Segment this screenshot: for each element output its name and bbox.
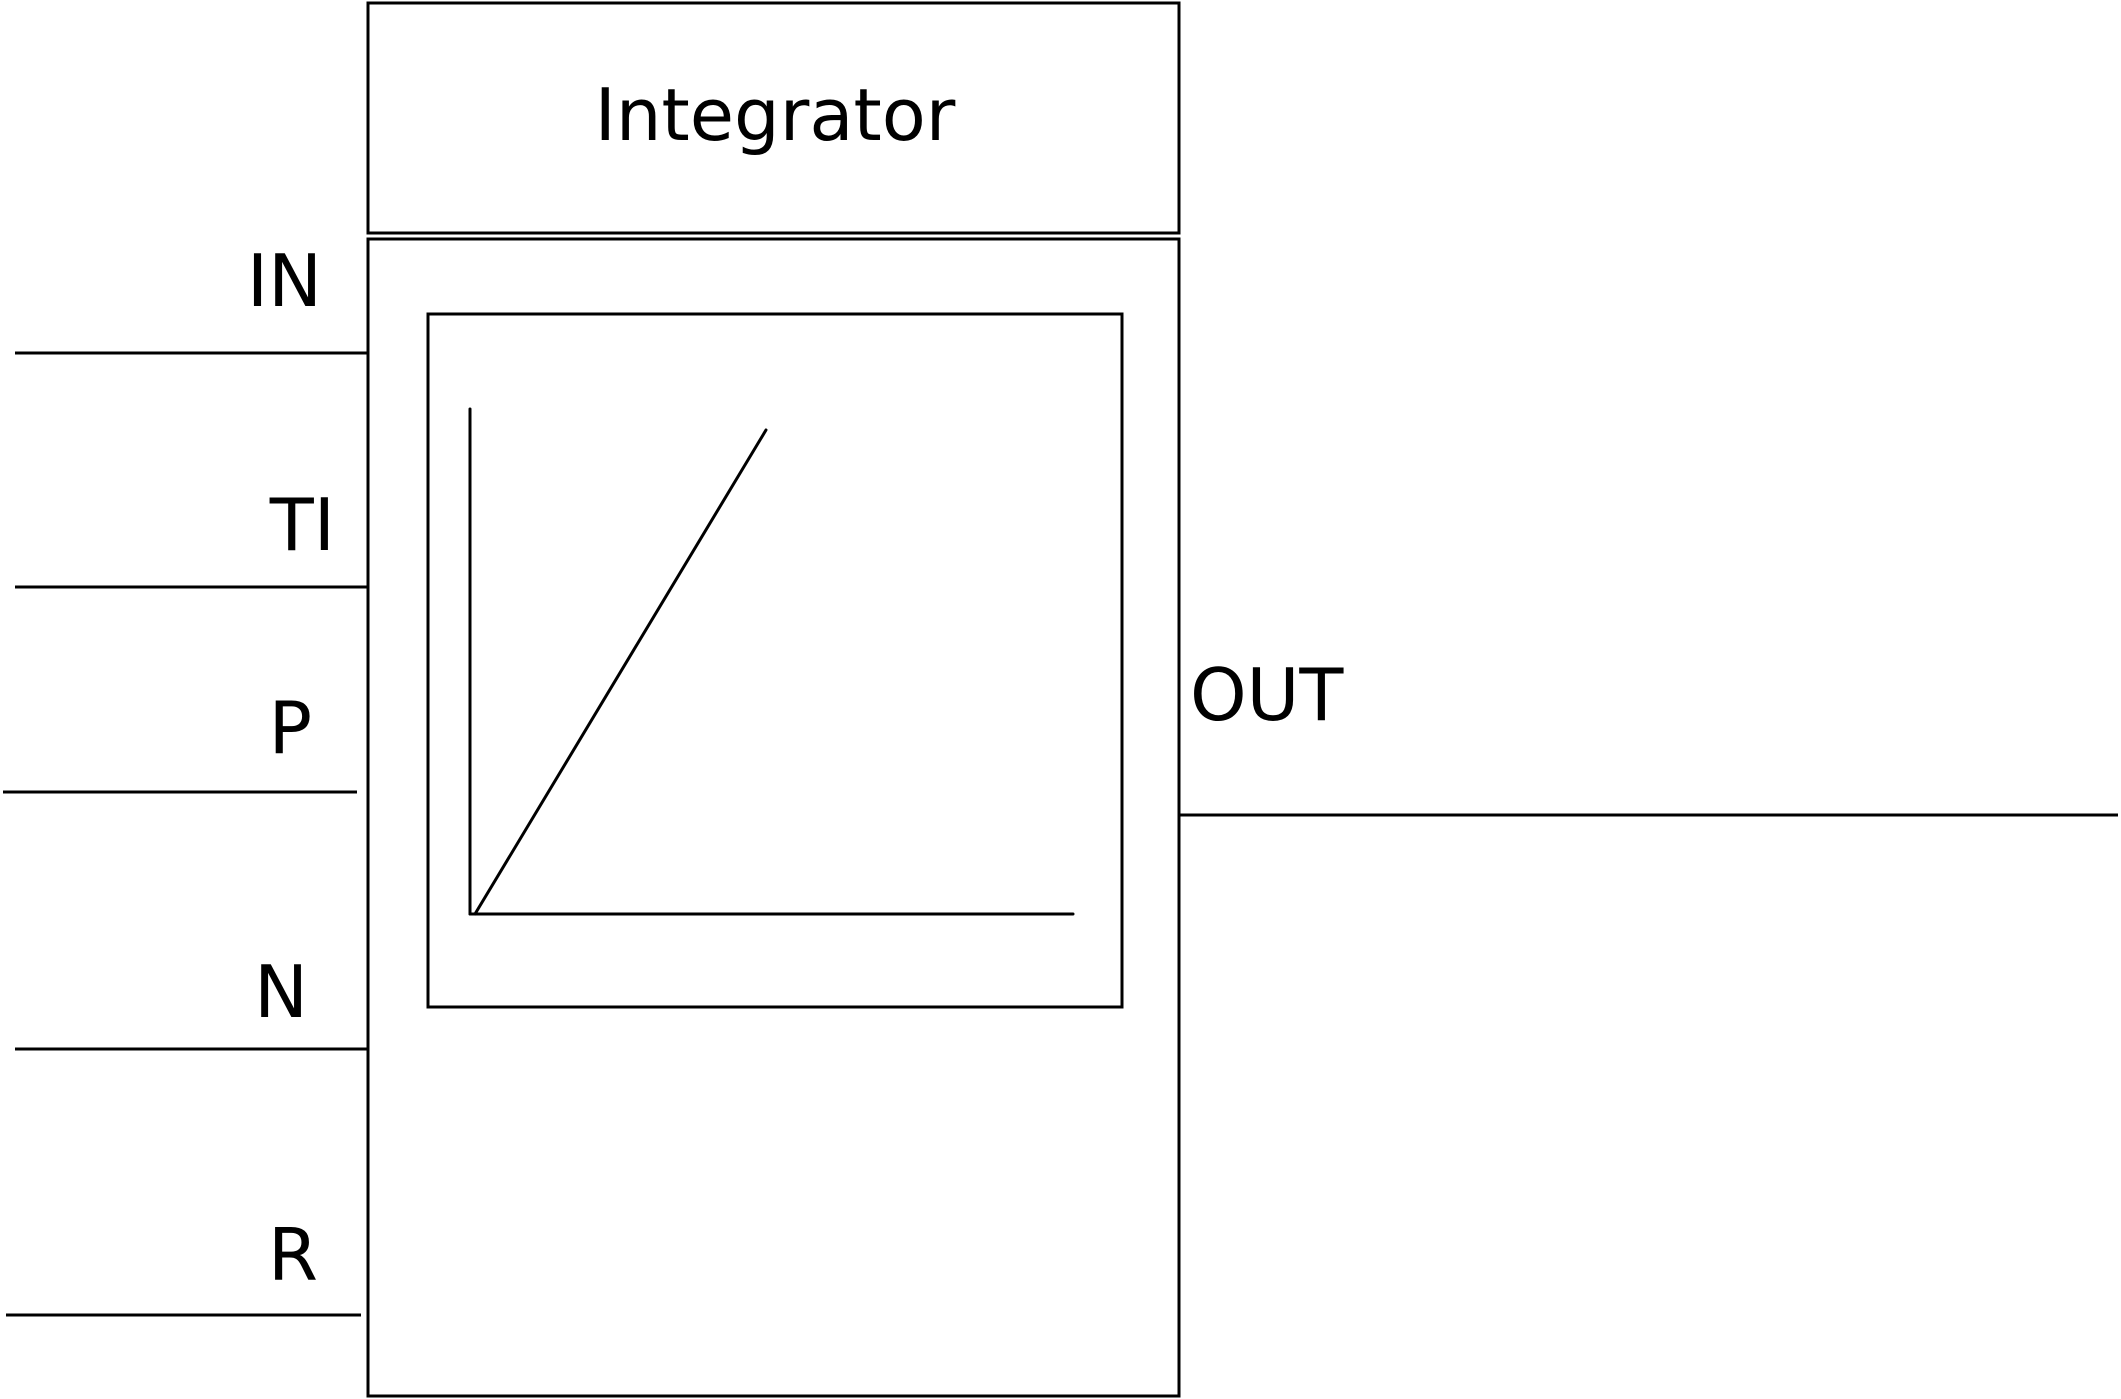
ramp-line bbox=[473, 428, 768, 916]
input-label-r: R bbox=[268, 1213, 318, 1297]
input-pin-r[interactable]: R bbox=[6, 1213, 361, 1317]
input-pin-in[interactable]: IN bbox=[15, 239, 368, 355]
input-pin-ti[interactable]: TI bbox=[15, 483, 368, 589]
symbol-box bbox=[426, 312, 1124, 1009]
output-pin-out[interactable]: OUT bbox=[1179, 653, 2118, 817]
block-title: Integrator bbox=[595, 73, 956, 157]
input-label-ti: TI bbox=[269, 483, 335, 567]
input-label-p: P bbox=[269, 686, 312, 770]
title-box bbox=[366, 1, 1181, 235]
output-label-out: OUT bbox=[1190, 653, 1344, 737]
ramp-icon bbox=[468, 407, 1075, 916]
block-body bbox=[366, 237, 1181, 1398]
input-pin-p[interactable]: P bbox=[3, 686, 357, 794]
input-label-in: IN bbox=[247, 239, 322, 323]
input-pin-n[interactable]: N bbox=[15, 950, 368, 1051]
input-label-n: N bbox=[254, 950, 308, 1034]
